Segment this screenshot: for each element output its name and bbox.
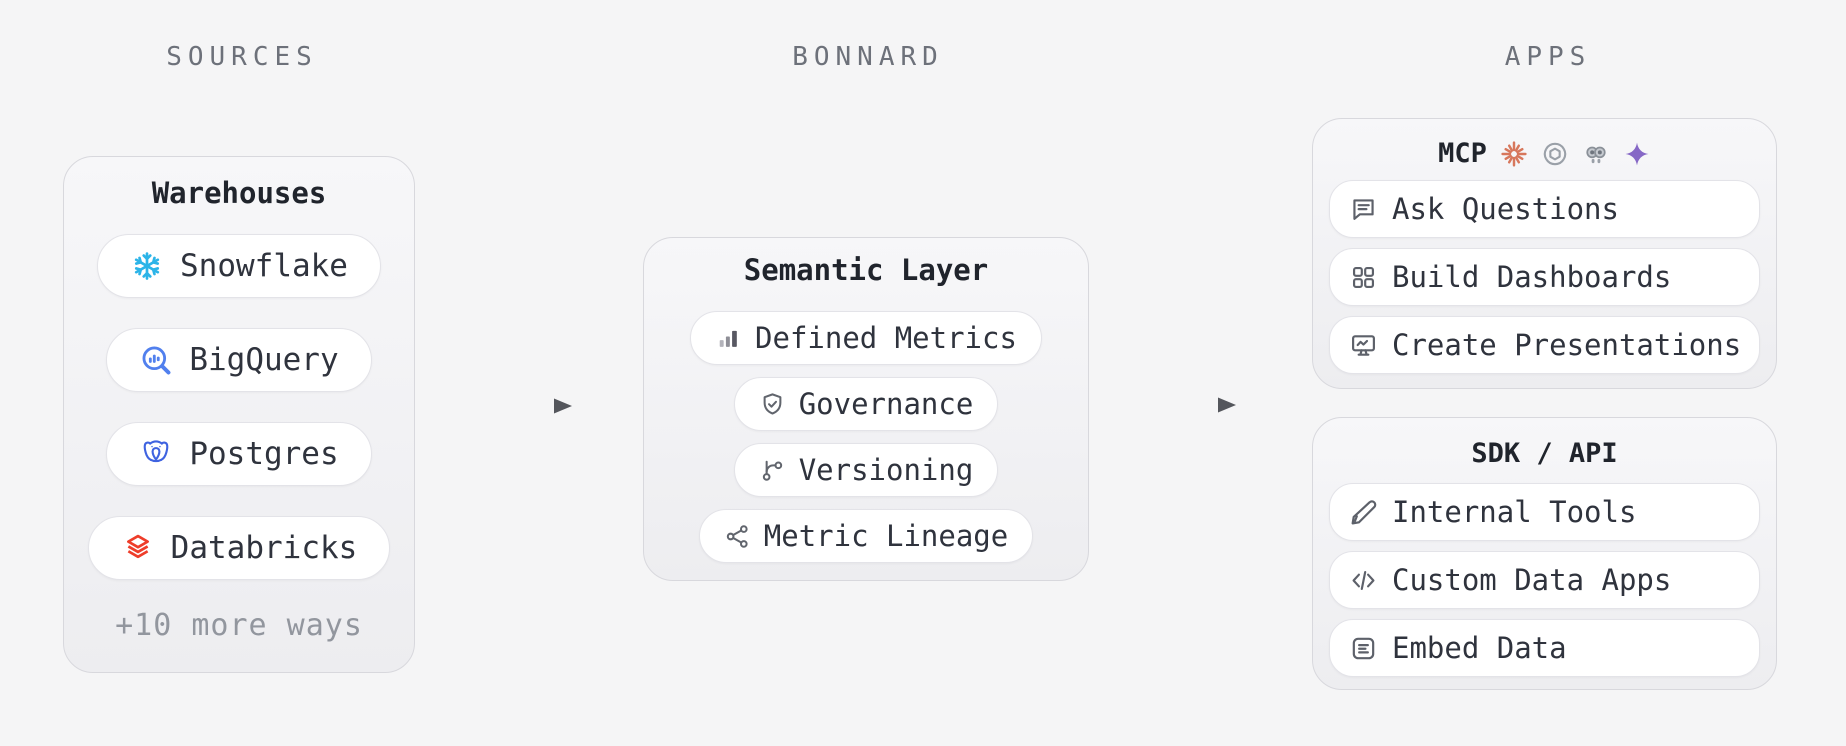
source-pill-label: Snowflake — [180, 248, 348, 284]
sdk-pill-stack: Internal Tools Custom Data Apps Embed Da… — [1329, 483, 1760, 677]
semantic-pill-stack: Defined Metrics Governance Versioning — [690, 311, 1042, 563]
app-pill-embed-data: Embed Data — [1329, 619, 1760, 677]
copilot-icon — [1586, 146, 1606, 163]
databricks-icon — [126, 534, 149, 559]
semantic-layer-card: Semantic Layer Defined Metrics Governanc… — [643, 237, 1089, 581]
app-pill-build-dashboards: Build Dashboards — [1329, 248, 1760, 306]
app-pill-label: Build Dashboards — [1392, 260, 1672, 294]
snowflake-icon — [134, 252, 160, 280]
presentation-icon — [1352, 334, 1375, 356]
source-pill-postgres: Postgres — [106, 422, 372, 486]
git-branch-icon — [762, 460, 782, 481]
bar-chart-icon — [719, 330, 737, 347]
semantic-pill-label: Defined Metrics — [755, 321, 1017, 355]
flow-arrow-bonnard-to-apps — [1151, 397, 1236, 413]
sdk-api-card-header: SDK / API — [1471, 430, 1617, 477]
semantic-pill-label: Versioning — [798, 453, 974, 487]
openai-icon — [1543, 142, 1567, 165]
source-pill-snowflake: Snowflake — [97, 234, 381, 298]
app-pill-ask-questions: Ask Questions — [1329, 180, 1760, 238]
sdk-api-card-title: SDK / API — [1471, 438, 1618, 469]
column-header-apps: APPS — [1504, 42, 1592, 72]
embed-lines-icon — [1352, 637, 1375, 659]
semantic-layer-title: Semantic Layer — [743, 253, 989, 287]
mcp-pill-stack: Ask Questions Build Dashboards Create Pr… — [1329, 180, 1760, 374]
claude-icon — [1501, 140, 1527, 167]
share-network-icon — [726, 524, 748, 548]
app-pill-label: Custom Data Apps — [1392, 563, 1672, 597]
app-pill-custom-data-apps: Custom Data Apps — [1329, 551, 1760, 609]
dashboard-grid-icon — [1352, 266, 1375, 288]
mcp-card: MCP — [1312, 118, 1777, 389]
semantic-pill-label: Governance — [798, 387, 974, 421]
column-header-sources: SOURCES — [166, 42, 318, 72]
mcp-card-title: MCP — [1438, 138, 1487, 169]
mcp-card-header: MCP — [1438, 133, 1651, 174]
flow-arrow-sources-to-bonnard — [487, 398, 572, 414]
app-pill-label: Ask Questions — [1392, 192, 1619, 226]
source-pill-label: Databricks — [170, 530, 358, 566]
more-ways-note: +10 more ways — [115, 608, 363, 643]
warehouses-card-title: Warehouses — [151, 176, 327, 210]
app-pill-internal-tools: Internal Tools — [1329, 483, 1760, 541]
source-pill-label: Postgres — [189, 436, 339, 472]
app-pill-label: Internal Tools — [1392, 495, 1637, 529]
gemini-sparkle-icon — [1625, 142, 1649, 165]
semantic-pill-governance: Governance — [733, 377, 999, 431]
semantic-pill-versioning: Versioning — [733, 443, 999, 497]
bigquery-icon — [142, 346, 171, 375]
app-pill-create-presentations: Create Presentations — [1329, 316, 1760, 374]
source-pill-bigquery: BigQuery — [106, 328, 372, 392]
source-pill-label: BigQuery — [189, 342, 339, 378]
chat-bubble-icon — [1353, 198, 1374, 220]
source-pill-databricks: Databricks — [87, 516, 391, 580]
warehouses-card: Warehouses Snowflake — [63, 156, 415, 673]
app-pill-label: Embed Data — [1392, 631, 1567, 665]
column-header-bonnard: BONNARD — [792, 42, 944, 72]
pencil-icon — [1351, 499, 1377, 524]
postgres-icon — [143, 440, 169, 463]
warehouses-pill-stack: Snowflake BigQuery — [87, 234, 391, 580]
semantic-pill-label: Metric Lineage — [763, 519, 1009, 553]
code-icon — [1352, 570, 1375, 590]
semantic-pill-metric-lineage: Metric Lineage — [698, 509, 1034, 563]
app-pill-label: Create Presentations — [1392, 328, 1742, 362]
semantic-pill-defined-metrics: Defined Metrics — [690, 311, 1042, 365]
sdk-api-card: SDK / API Internal Tools Custom Data App… — [1312, 417, 1777, 690]
shield-check-icon — [763, 392, 782, 415]
